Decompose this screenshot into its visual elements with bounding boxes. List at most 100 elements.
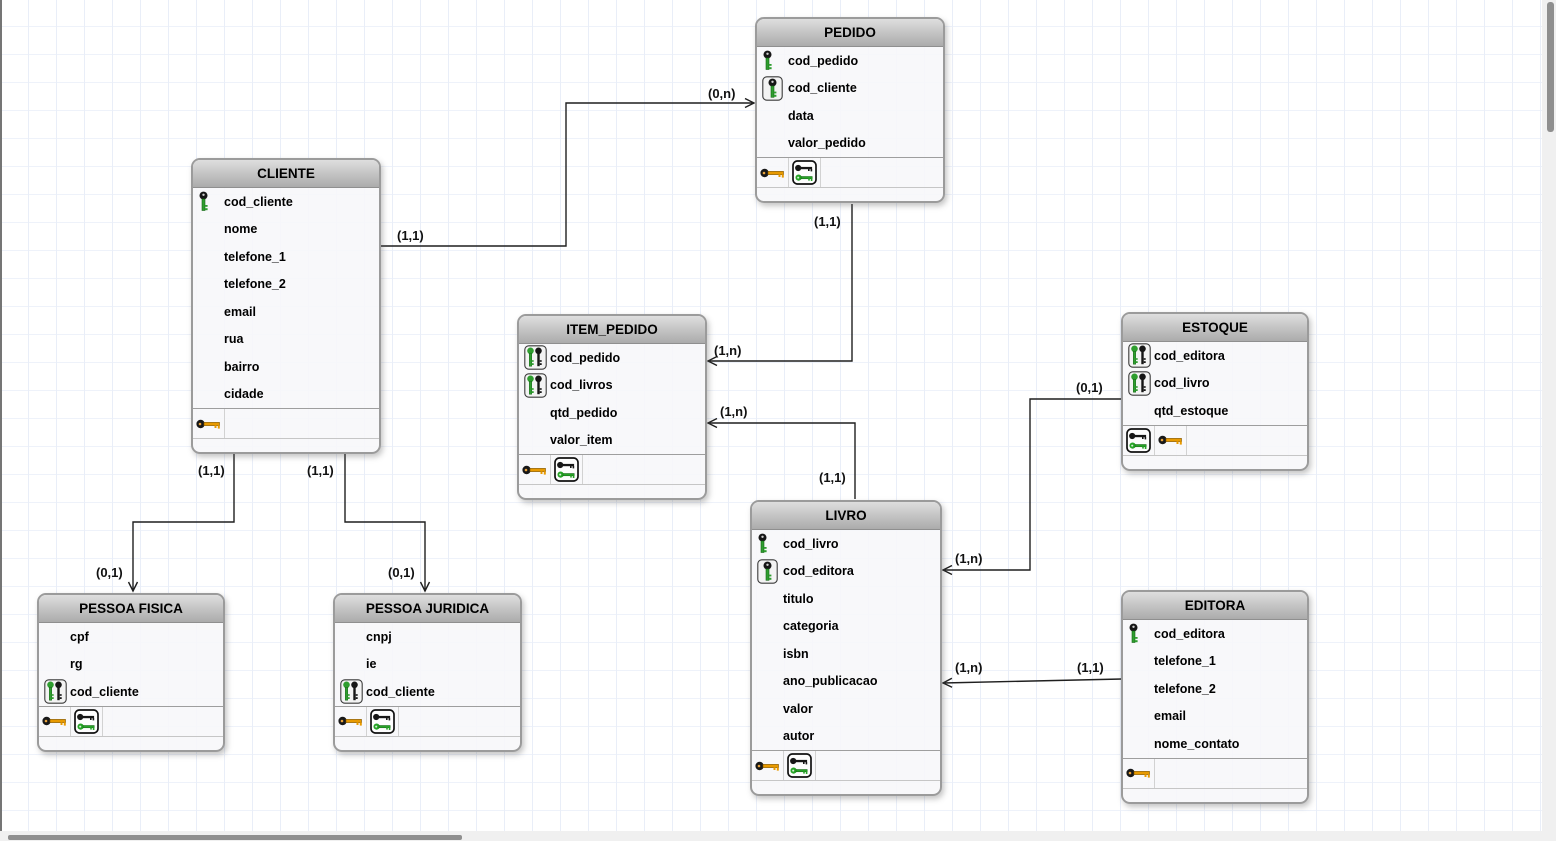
attribute-name: cod_pedido [788,53,859,68]
primary-key-index-icon [1123,758,1155,788]
attribute-name: bairro [224,359,260,374]
table-title[interactable]: ITEM_PEDIDO [519,316,705,344]
attribute-row[interactable]: bairro [193,353,379,381]
attribute-row[interactable]: qtd_pedido [519,399,705,427]
attribute-row[interactable]: valor [752,695,940,723]
attribute-row[interactable]: email [193,298,379,326]
table-title[interactable]: LIVRO [752,502,940,530]
attribute-name: isbn [783,646,809,661]
attribute-row[interactable]: cod_cliente [757,75,943,103]
attribute-row[interactable]: categoria [752,613,940,641]
attribute-row[interactable]: cod_pedido [519,344,705,372]
attribute-name: cod_cliente [788,81,857,96]
horizontal-scrollbar-thumb[interactable] [8,835,462,840]
attribute-name: email [1154,709,1186,724]
attribute-row[interactable]: ano_publicacao [752,668,940,696]
table-footer-pad [335,737,520,750]
table-title[interactable]: PESSOA FISICA [39,595,223,623]
index-bar [757,157,943,188]
table-title[interactable]: ESTOQUE [1123,314,1307,342]
attribute-row[interactable]: titulo [752,585,940,613]
attribute-row[interactable]: cod_cliente [335,678,520,706]
attribute-row[interactable]: telefone_1 [1123,648,1307,676]
attribute-row[interactable]: data [757,102,943,130]
vertical-scrollbar-thumb[interactable] [1547,2,1554,132]
index-bar [519,454,705,485]
attribute-row[interactable]: telefone_2 [1123,675,1307,703]
primary-key-index-icon [752,751,784,780]
table-title[interactable]: CLIENTE [193,160,379,188]
foreign-key-index-icon [71,706,103,736]
attribute-name: ano_publicacao [783,674,878,689]
attribute-list: cod_editora cod_livro qtd_estoque [1123,342,1307,425]
relationship-line [941,398,1122,576]
attribute-name: cod_cliente [366,684,435,699]
attribute-row[interactable]: telefone_1 [193,243,379,271]
cardinality-label: (1,n) [714,343,742,358]
index-bar [1123,757,1307,789]
attribute-name: ie [366,657,377,672]
attribute-row[interactable]: qtd_estoque [1123,397,1307,425]
attribute-row[interactable]: cod_livro [752,530,940,558]
attribute-row[interactable]: cidade [193,381,379,409]
table-footer-pad [519,485,705,498]
attribute-row[interactable]: cod_pedido [757,47,943,75]
attribute-name: rua [224,332,244,347]
relationship-line [706,417,856,499]
attribute-name: nome_contato [1154,736,1240,751]
attribute-name: autor [783,729,815,744]
attribute-name: cod_pedido [550,350,621,365]
attribute-row[interactable]: isbn [752,640,940,668]
attribute-row[interactable]: cpf [39,623,223,651]
primary-key-index-icon [39,706,71,736]
attribute-row[interactable]: telefone_2 [193,271,379,299]
attribute-name: telefone_1 [1154,654,1216,669]
attribute-row[interactable]: rua [193,326,379,354]
attribute-row[interactable]: cod_livro [1123,370,1307,398]
table-title[interactable]: PESSOA JURIDICA [335,595,520,623]
relationship-line [380,97,756,247]
cardinality-label: (1,1) [198,463,225,478]
attribute-row[interactable]: cod_cliente [193,188,379,216]
primary-key-index-icon [1155,425,1187,455]
primary-key-icon [1128,623,1154,644]
cardinality-label: (1,n) [955,660,983,675]
attribute-row[interactable]: valor_item [519,427,705,455]
attribute-name: cod_cliente [70,684,139,699]
table-title[interactable]: EDITORA [1123,592,1307,620]
attribute-row[interactable]: cod_cliente [39,678,223,706]
attribute-name: rg [70,657,83,672]
table-title[interactable]: PEDIDO [757,19,943,47]
attribute-row[interactable]: nome [193,216,379,244]
attribute-row[interactable]: valor_pedido [757,130,943,158]
attribute-row[interactable]: cod_livros [519,372,705,400]
attribute-name: cod_livro [1154,376,1210,391]
attribute-row[interactable]: ie [335,651,520,679]
attribute-row[interactable]: rg [39,651,223,679]
cardinality-label: (1,1) [819,470,846,485]
attribute-list: cpf rg cod_cliente [39,623,223,706]
attribute-row[interactable]: email [1123,703,1307,731]
horizontal-scrollbar[interactable] [0,831,1542,841]
vertical-scrollbar[interactable] [1542,0,1556,841]
attribute-row[interactable]: cod_editora [1123,342,1307,370]
foreign-key-index-icon [784,751,816,780]
attribute-row[interactable]: autor [752,723,940,751]
attribute-row[interactable]: cnpj [335,623,520,651]
attribute-name: data [788,108,814,123]
attribute-row[interactable]: nome_contato [1123,730,1307,758]
attribute-name: cod_cliente [224,194,293,209]
attribute-row[interactable]: cod_editora [1123,620,1307,648]
cardinality-label: (1,1) [814,214,841,229]
attribute-name: categoria [783,619,839,634]
attribute-row[interactable]: cod_editora [752,558,940,586]
